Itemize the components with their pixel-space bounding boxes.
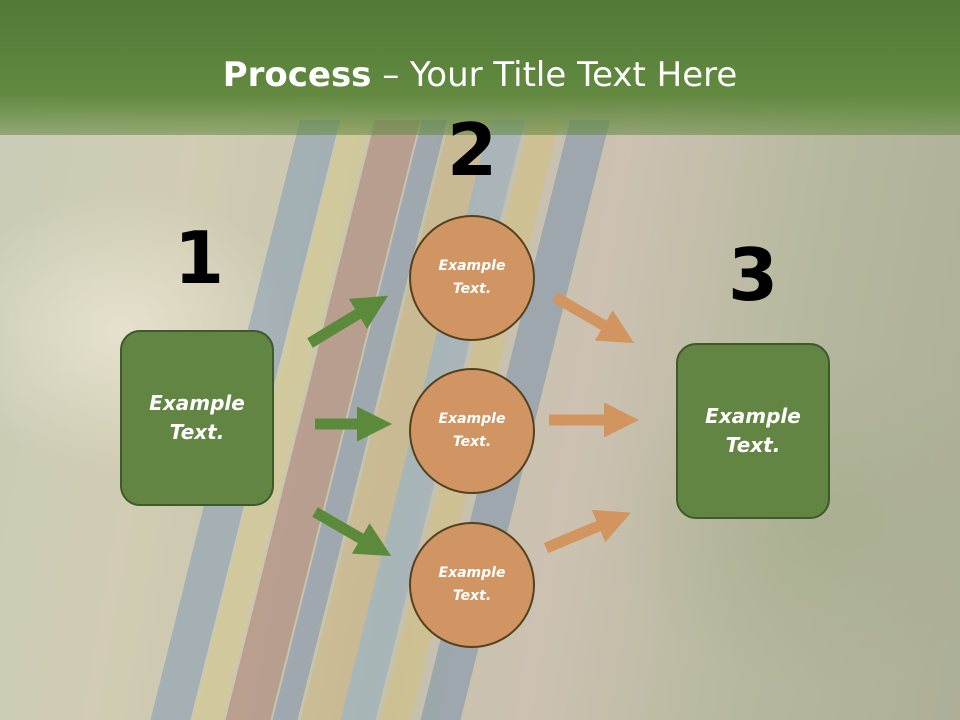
arrow-bottom-to-step3 [543,509,631,554]
circle-middle-text: Example Text. [438,411,506,450]
arrow-top-to-step3 [552,292,635,344]
circle-middle: Example Text. [409,368,535,494]
step-number-2: 2 [446,108,498,192]
circle-bottom: Example Text. [409,522,535,648]
title-bold: Process [222,55,372,95]
step-number-1: 1 [173,216,225,300]
step-1-box: Example Text. [120,330,274,506]
circle-bottom-text: Example Text. [438,565,506,604]
step-3-text: Example Text. [705,404,801,457]
circle-top: Example Text. [409,215,535,341]
title-rest: – Your Title Text Here [371,55,738,95]
step-3-box: Example Text. [676,343,830,519]
title-bar [0,0,960,135]
arrow-step1-to-top [307,295,389,348]
circle-top-text: Example Text. [438,258,506,297]
page-title: Process – Your Title Text Here [0,52,960,98]
step-1-text: Example Text. [149,391,245,444]
step-number-3: 3 [727,233,779,317]
arrow-step1-to-bottom [312,507,392,557]
